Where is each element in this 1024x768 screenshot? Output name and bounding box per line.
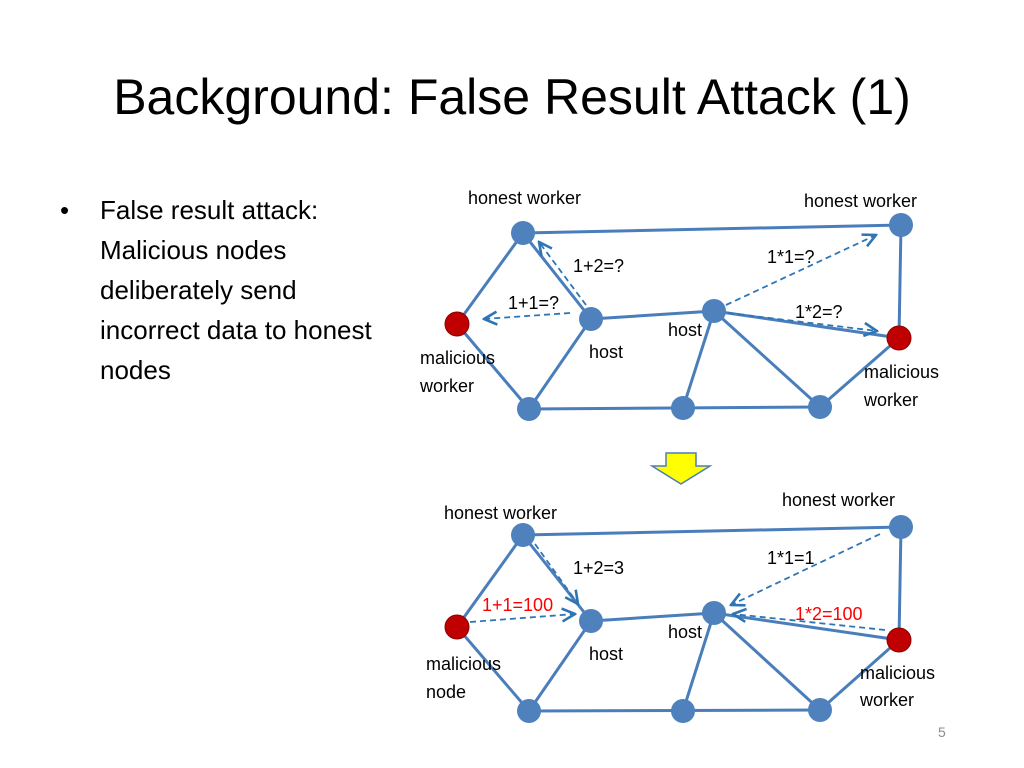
edge — [455, 534, 525, 628]
host-label: host — [668, 622, 702, 642]
honest-worker-label: honest worker — [468, 188, 581, 208]
edge — [681, 310, 716, 409]
message-arrow — [534, 543, 578, 604]
label-line: worker — [419, 376, 474, 396]
edge — [590, 309, 715, 321]
label-line: worker — [863, 390, 918, 410]
network-node — [517, 699, 541, 723]
host-node — [579, 609, 603, 633]
malicious-worker-label: malicious worker — [859, 663, 940, 710]
bullet-item: • False result attack: Malicious nodes d… — [60, 190, 380, 390]
host-node — [702, 299, 726, 323]
honest-worker-label: honest worker — [804, 191, 917, 211]
label-line: malicious — [420, 348, 495, 368]
edge — [527, 620, 593, 712]
bottom-nodes — [444, 515, 913, 723]
transition-arrow-icon — [649, 452, 713, 485]
label-line: worker — [859, 690, 914, 710]
honest-worker-node — [889, 515, 913, 539]
edge — [897, 526, 903, 641]
top-message-arrows — [484, 235, 877, 331]
top-labels: honest worker honest worker host host ma… — [419, 188, 944, 410]
edge — [819, 638, 900, 712]
host-node — [579, 307, 603, 331]
false-result-label: 1+1=100 — [482, 595, 553, 615]
message-arrow — [731, 533, 881, 605]
honest-worker-node — [511, 523, 535, 547]
honest-worker-node — [511, 221, 535, 245]
message-label: 1+2=3 — [573, 558, 624, 578]
edge — [527, 318, 593, 410]
slide-title: Background: False Result Attack (1) — [113, 69, 911, 125]
network-node — [517, 397, 541, 421]
malicious-worker-node — [444, 311, 470, 337]
edge — [521, 232, 593, 320]
network-node — [671, 699, 695, 723]
label-line: node — [426, 682, 466, 702]
label-line: malicious — [864, 362, 939, 382]
message-arrow — [733, 614, 886, 631]
malicious-worker-node — [886, 325, 912, 351]
bottom-message-arrows — [469, 533, 886, 631]
false-result-label: 1*2=100 — [795, 604, 863, 624]
host-label: host — [589, 644, 623, 664]
edge — [455, 232, 525, 325]
host-node — [702, 601, 726, 625]
edge — [522, 525, 902, 537]
label-line: malicious — [860, 663, 935, 683]
message-label: 1*1=? — [767, 247, 815, 267]
message-arrow — [469, 614, 575, 623]
bottom-labels: honest worker honest worker host host ma… — [426, 490, 940, 710]
bullet-symbol: • — [60, 195, 70, 225]
message-arrow — [725, 235, 876, 306]
edge — [455, 323, 531, 410]
honest-worker-label: honest worker — [444, 503, 557, 523]
edge — [681, 612, 716, 712]
edge — [521, 534, 593, 622]
honest-worker-label: honest worker — [782, 490, 895, 510]
message-label: 1+2=? — [573, 256, 624, 276]
message-arrow — [727, 312, 877, 331]
message-label: 1*2=? — [795, 302, 843, 322]
edge — [590, 611, 715, 623]
edge — [712, 309, 822, 409]
edge — [455, 626, 531, 712]
network-node — [671, 396, 695, 420]
message-label: 1*1=1 — [767, 548, 815, 568]
page-number: 5 — [938, 724, 946, 740]
edge — [897, 224, 903, 339]
bottom-network-diagram: honest worker honest worker host host ma… — [426, 490, 940, 723]
malicious-node — [444, 614, 470, 640]
message-label: 1+1=? — [508, 293, 559, 313]
top-network-diagram: honest worker honest worker host host ma… — [419, 188, 944, 421]
host-label: host — [589, 342, 623, 362]
message-arrow — [484, 313, 571, 319]
honest-worker-node — [889, 213, 913, 237]
edge — [522, 223, 902, 235]
edge — [819, 336, 900, 409]
host-label: host — [668, 320, 702, 340]
malicious-worker-label: malicious worker — [419, 348, 500, 396]
malicious-worker-node — [886, 627, 912, 653]
top-nodes — [444, 213, 913, 421]
label-line: malicious — [426, 654, 501, 674]
malicious-worker-label: malicious worker — [863, 362, 944, 410]
bullet-list: • False result attack: Malicious nodes d… — [60, 190, 380, 390]
bullet-text: False result attack: Malicious nodes del… — [100, 195, 372, 385]
malicious-node-label: malicious node — [426, 654, 506, 702]
network-node — [808, 698, 832, 722]
edge — [712, 611, 822, 712]
network-node — [808, 395, 832, 419]
message-arrow — [539, 242, 587, 306]
